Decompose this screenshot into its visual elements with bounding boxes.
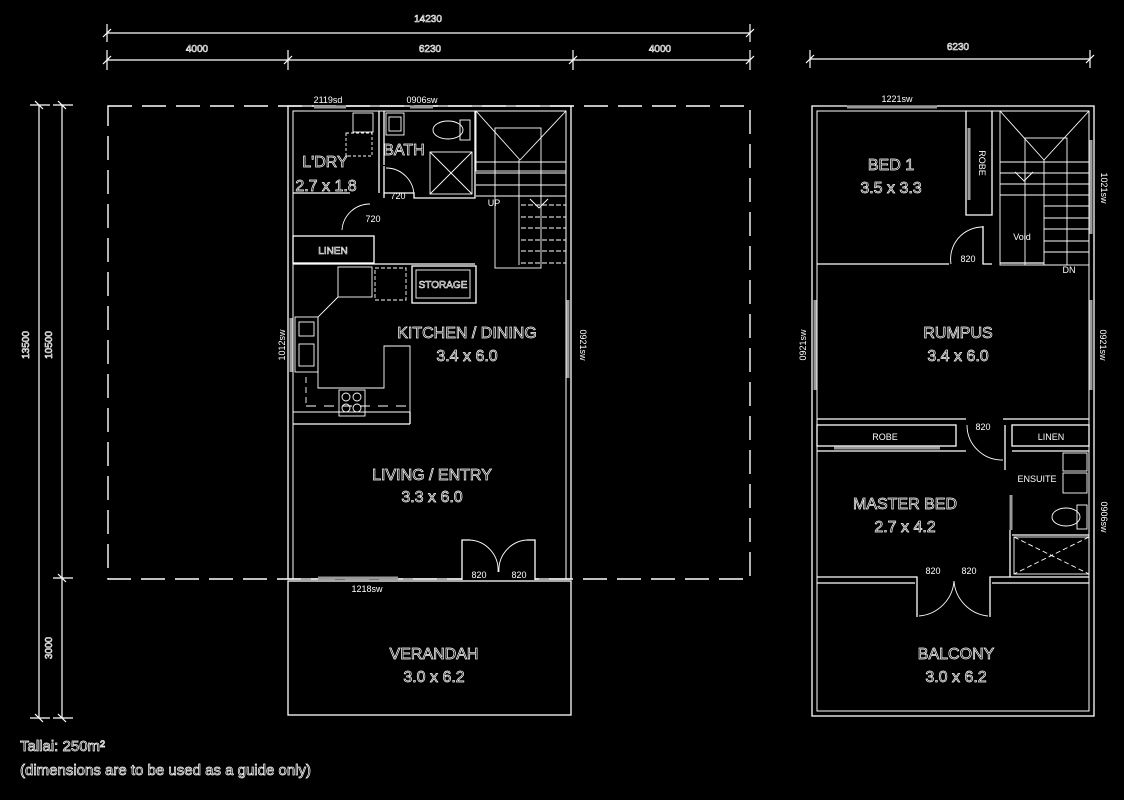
- ensuite-label: ENSUITE: [1017, 474, 1056, 484]
- dim-house-depth: 10500: [44, 331, 55, 359]
- room-size-balcony: 3.0 x 6.2: [925, 669, 986, 686]
- room-size-verandah: 3.0 x 6.2: [403, 669, 464, 686]
- upper-outer-wall: [811, 105, 1095, 717]
- window-ensuite: 0906sw: [1099, 501, 1109, 533]
- plan-disclaimer: (dimensions are to be used as a guide on…: [20, 762, 312, 780]
- room-size-master: 2.7 x 4.2: [874, 519, 935, 536]
- robe-bed1-label: ROBE: [977, 150, 987, 176]
- door-bed1: 820: [960, 254, 975, 264]
- linen-label-ground: LINEN: [318, 246, 347, 257]
- room-size-bed1: 3.5 x 3.3: [860, 180, 921, 197]
- dim-right-bay: 4000: [649, 44, 672, 55]
- room-size-kitchen: 3.4 x 6.0: [436, 348, 497, 365]
- door-master: 820: [975, 422, 990, 432]
- stair-upper: Void DN: [999, 110, 1090, 275]
- stair-up-label: UP: [488, 198, 501, 208]
- linen-label-upper: LINEN: [1038, 432, 1065, 442]
- dim-center-bay: 6230: [419, 44, 442, 55]
- dim-overall-depth: 13500: [21, 331, 32, 359]
- room-label-living: LIVING / ENTRY: [372, 467, 492, 484]
- room-size-laundry: 2.7 x 1.8: [295, 178, 356, 195]
- door-balcony-right: 820: [961, 566, 976, 576]
- window-front: 1218sw: [351, 584, 383, 594]
- verandah-outline: [287, 580, 572, 716]
- window-bath: 0906sw: [406, 95, 438, 105]
- robe-master-label: ROBE: [872, 432, 898, 442]
- ground-floor: 2119sd 0906sw 720 720 L'DRY 2.7 x 1.8 BA…: [107, 95, 751, 716]
- room-label-bed1: BED 1: [868, 157, 914, 174]
- room-size-rumpus: 3.4 x 6.0: [927, 348, 988, 365]
- door-entry-right: 820: [511, 570, 526, 580]
- window-bed1: 1221sw: [881, 94, 913, 104]
- room-label-verandah: VERANDAH: [390, 646, 479, 663]
- room-label-rumpus: RUMPUS: [923, 325, 992, 342]
- room-label-master: MASTER BED: [853, 496, 957, 513]
- void-label: Void: [1013, 232, 1031, 242]
- upper-floor: 6230 1221sw ROBE 820 BED 1 3.5 x 3.3: [798, 42, 1109, 717]
- stair-down-label: DN: [1063, 265, 1076, 275]
- dim-overall-width: 14230: [414, 14, 442, 25]
- plan-title: Tallai: 250m²: [20, 738, 106, 756]
- window-laundry: 2119sd: [314, 95, 343, 105]
- window-rumpus-left: 0921sw: [798, 329, 808, 361]
- window-rumpus-right: 0921sw: [1098, 329, 1108, 361]
- dim-verandah-depth: 3000: [44, 636, 55, 659]
- dim-left-bay: 4000: [186, 44, 209, 55]
- ground-width-dimensions: 14230 4000 6230 4000: [102, 14, 755, 70]
- ground-outer-wall: [287, 105, 572, 580]
- room-label-balcony: BALCONY: [918, 646, 995, 663]
- door-entry-left: 820: [471, 570, 486, 580]
- stair-ground: UP: [475, 110, 567, 269]
- room-label-laundry: L'DRY: [302, 154, 348, 171]
- dim-upper-width: 6230: [947, 42, 970, 53]
- roof-outline: [107, 105, 751, 580]
- window-side-ground: 0921sw: [578, 329, 588, 361]
- room-size-living: 3.3 x 6.0: [401, 489, 462, 506]
- window-stair: 1021sw: [1099, 172, 1109, 204]
- ground-depth-dimensions: 13500 10500 3000: [21, 100, 73, 723]
- door-laundry: 720: [365, 214, 380, 224]
- door-balcony-left: 820: [925, 566, 940, 576]
- room-label-kitchen: KITCHEN / DINING: [397, 325, 537, 342]
- window-kitchen: 1012sw: [277, 329, 287, 361]
- storage-label: STORAGE: [419, 280, 468, 291]
- room-label-bath: BATH: [383, 142, 424, 159]
- door-bath: 720: [390, 191, 405, 201]
